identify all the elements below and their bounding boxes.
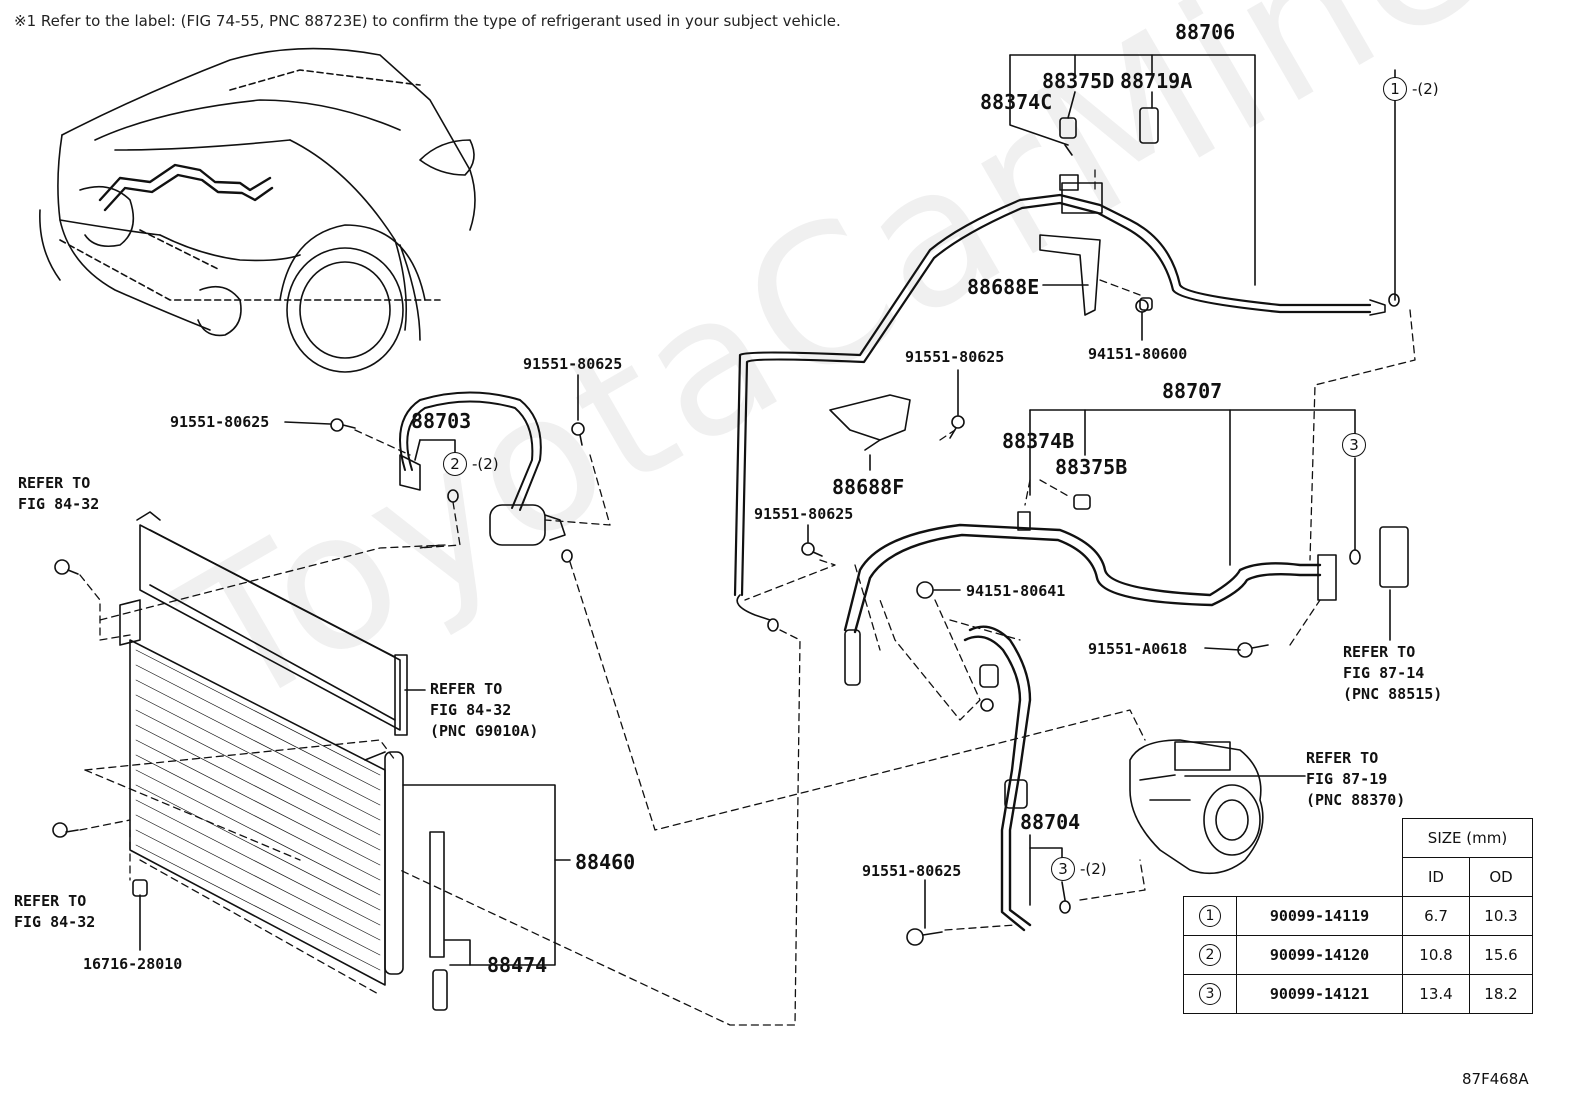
part-label-94151-80600[interactable]: 94151-80600	[1088, 345, 1188, 363]
table-row: 2 90099-14120 10.8 15.6	[1183, 935, 1533, 975]
part-label-88719a[interactable]: 88719A	[1120, 69, 1193, 93]
filter-illustration	[429, 831, 448, 1011]
part-label-88706[interactable]: 88706	[1175, 20, 1236, 44]
row-od-1: 10.3	[1469, 896, 1533, 936]
callout-circle-3a: 3	[1342, 433, 1366, 457]
part-label-88704[interactable]: 88704	[1020, 810, 1081, 834]
suction-pipe-illustration	[829, 394, 1409, 686]
refrigerant-note: ※1 Refer to the label: (FIG 74-55, PNC 8…	[14, 12, 841, 30]
part-label-94151-80641[interactable]: 94151-80641	[966, 582, 1066, 600]
row-id-1: 6.7	[1402, 896, 1470, 936]
part-label-91551-80625-a[interactable]: 91551-80625	[523, 355, 623, 373]
part-label-88375b[interactable]: 88375B	[1055, 455, 1128, 479]
row-od-3: 18.2	[1469, 974, 1533, 1014]
callout-circle-1: 1	[1383, 77, 1407, 101]
part-label-88703[interactable]: 88703	[411, 409, 472, 433]
callout-qty-2: -(2)	[472, 455, 499, 473]
part-label-88707[interactable]: 88707	[1162, 379, 1223, 403]
condenser-illustration	[119, 599, 404, 986]
compressor-illustration	[1129, 739, 1264, 875]
refer-to-fig-84-32-top[interactable]: REFER TO FIG 84-32	[18, 474, 100, 513]
part-label-88688e[interactable]: 88688E	[967, 275, 1040, 299]
id-header: ID	[1402, 857, 1470, 897]
callout-circle-3b: 3	[1051, 857, 1075, 881]
row-id-2: 10.8	[1402, 935, 1470, 975]
part-label-88474[interactable]: 88474	[487, 953, 548, 977]
part-label-16716-28010[interactable]: 16716-28010	[83, 955, 183, 973]
table-row: 1 90099-14119 6.7 10.3	[1183, 896, 1533, 936]
part-label-91551-80625-d[interactable]: 91551-80625	[754, 505, 854, 523]
refer-to-fig-87-14[interactable]: REFER TO FIG 87-14 (PNC 88515)	[1343, 643, 1443, 703]
part-label-88374b[interactable]: 88374B	[1002, 429, 1075, 453]
refer-to-fig-84-32-g9010a[interactable]: REFER TO FIG 84-32 (PNC G9010A)	[430, 680, 539, 740]
liquid-pipe-illustration	[733, 107, 1386, 621]
callout-qty-3b: -(2)	[1080, 860, 1107, 878]
row-id-3: 13.4	[1402, 974, 1470, 1014]
row-od-2: 15.6	[1469, 935, 1533, 975]
part-label-88688f[interactable]: 88688F	[832, 475, 905, 499]
refer-to-fig-87-19[interactable]: REFER TO FIG 87-19 (PNC 88370)	[1306, 749, 1406, 809]
assembly-dashed-lines	[79, 169, 1416, 1026]
o-ring-size-table: SIZE (mm) ID OD 1 90099-14119 6.7 10.3 2…	[1183, 818, 1533, 1014]
part-label-91551-80625-c[interactable]: 91551-80625	[905, 348, 1005, 366]
table-row: 3 90099-14121 13.4 18.2	[1183, 974, 1533, 1014]
diagram-code: 87F468A	[1462, 1070, 1529, 1088]
car-front-illustration	[39, 47, 476, 373]
part-label-91551-a0618[interactable]: 91551-A0618	[1088, 640, 1188, 658]
callout-qty-1: -(2)	[1412, 80, 1439, 98]
bolts	[52, 299, 1269, 946]
callout-circle-2: 2	[443, 452, 467, 476]
part-label-91551-80625-e[interactable]: 91551-80625	[862, 862, 962, 880]
od-header: OD	[1469, 857, 1533, 897]
size-header: SIZE (mm)	[1402, 818, 1533, 858]
part-label-91551-80625-b[interactable]: 91551-80625	[170, 413, 270, 431]
row-number-2: 2	[1199, 944, 1221, 966]
suction-hose-illustration	[963, 625, 1032, 932]
refer-to-fig-84-32-bottom[interactable]: REFER TO FIG 84-32	[14, 892, 96, 931]
discharge-hose-illustration	[399, 391, 566, 546]
radiator-illustration	[136, 511, 408, 736]
row-part-3[interactable]: 90099-14121	[1236, 974, 1403, 1014]
row-part-1[interactable]: 90099-14119	[1236, 896, 1403, 936]
part-label-88374c[interactable]: 88374C	[980, 90, 1053, 114]
row-number-3: 3	[1199, 983, 1221, 1005]
part-label-88375d[interactable]: 88375D	[1042, 69, 1115, 93]
row-number-1: 1	[1199, 905, 1221, 927]
row-part-2[interactable]: 90099-14120	[1236, 935, 1403, 975]
part-label-88460[interactable]: 88460	[575, 850, 636, 874]
